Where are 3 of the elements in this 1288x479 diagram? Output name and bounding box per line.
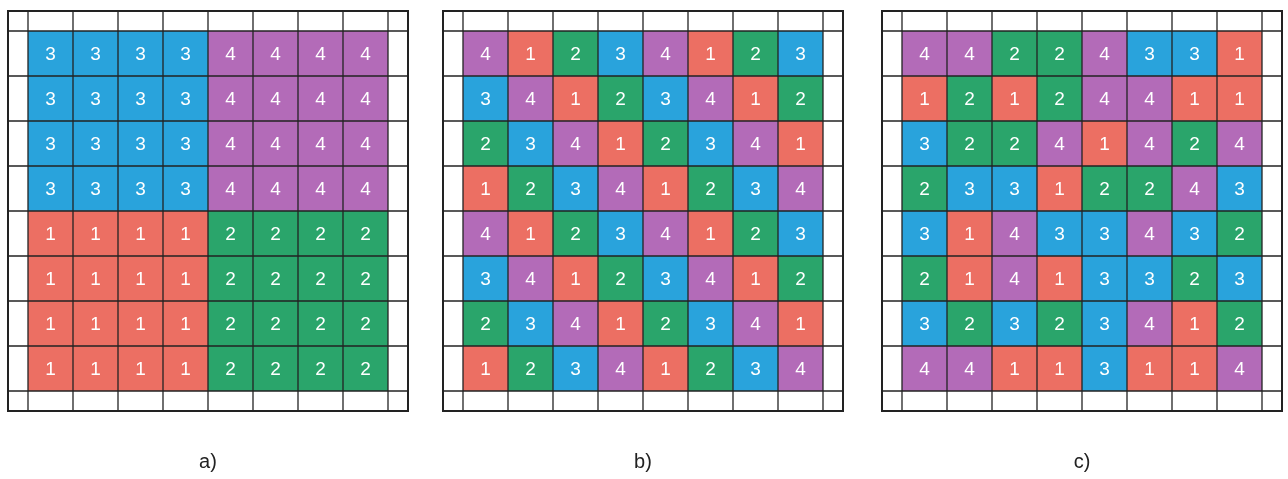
panel-caption: a) bbox=[198, 450, 218, 473]
panel-caption: b) bbox=[633, 450, 653, 473]
panel-caption: c) bbox=[1072, 450, 1092, 473]
